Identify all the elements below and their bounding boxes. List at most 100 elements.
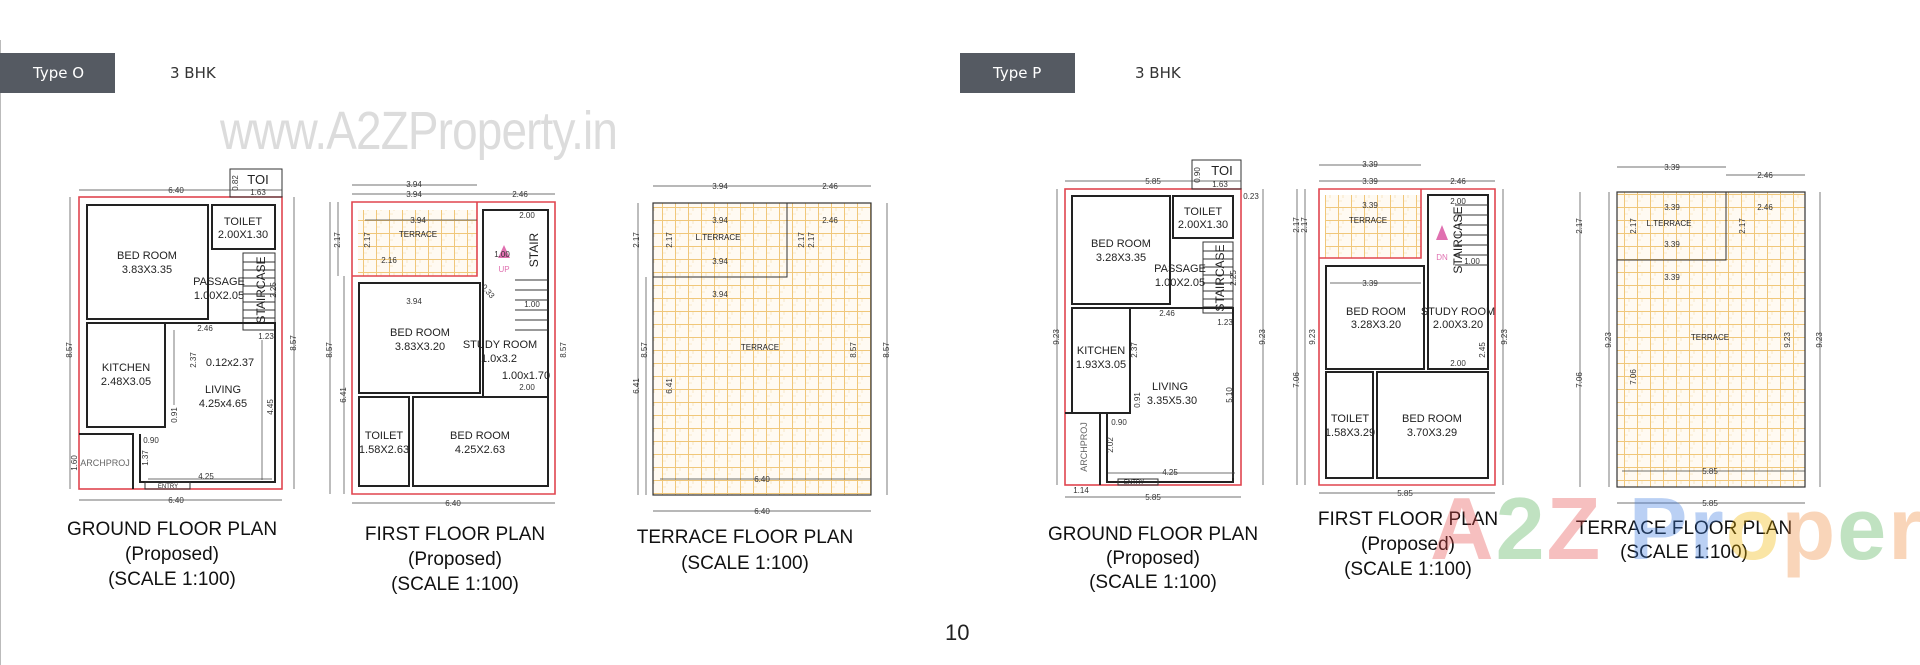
stair-direction: DN bbox=[1436, 253, 1448, 262]
dimension: 1.23 bbox=[258, 332, 274, 341]
dimension: 0.90 bbox=[143, 436, 159, 445]
room-size: 1.00x1.70 bbox=[502, 370, 550, 382]
dimension: 1.14 bbox=[1073, 486, 1089, 495]
dimension: 2.45 bbox=[1478, 342, 1487, 358]
terrace-label: TERRACE bbox=[1691, 333, 1729, 342]
dimension: 5.85 bbox=[1397, 489, 1413, 498]
room-label: TOILET bbox=[224, 216, 263, 228]
dimension: 3.94 bbox=[712, 182, 728, 191]
dimension: 8.57 bbox=[289, 335, 298, 351]
dimension: 2.46 bbox=[1159, 309, 1175, 318]
room-size: 4.25X2.63 bbox=[455, 444, 505, 456]
room-size: 2.00X1.30 bbox=[1178, 219, 1228, 231]
dimension: 5.85 bbox=[1702, 467, 1718, 476]
room-size: 3.28X3.20 bbox=[1351, 319, 1401, 331]
room-size: 4.25x4.65 bbox=[199, 398, 247, 410]
dimension: 3.94 bbox=[406, 180, 422, 189]
dimension: 6.41 bbox=[632, 378, 641, 394]
dimension: 3.39 bbox=[1362, 177, 1378, 186]
dimension: 2.17 bbox=[797, 232, 806, 248]
terrace-label: TERRACE bbox=[1349, 216, 1387, 225]
room-size: 1.58X3.29 bbox=[1325, 427, 1375, 439]
dimension: 0.90 bbox=[1193, 167, 1202, 183]
dimension: 2.46 bbox=[197, 324, 213, 333]
dimension: 2.17 bbox=[632, 232, 641, 248]
page-border bbox=[0, 40, 1, 665]
dimension: 2.17 bbox=[1292, 217, 1301, 233]
dimension: 1.00 bbox=[494, 250, 510, 259]
plan-title: GROUND FLOOR PLAN bbox=[1048, 524, 1258, 545]
plan-scale: (SCALE 1:100) bbox=[1089, 572, 1217, 593]
stair-direction: UP bbox=[498, 265, 509, 274]
dimension: 3.94 bbox=[712, 216, 728, 225]
bedroom bbox=[358, 282, 481, 394]
archproj-label: ARCHPROJ bbox=[1079, 422, 1089, 472]
room-label: BED ROOM bbox=[1346, 306, 1406, 318]
plan-scale: (SCALE 1:100) bbox=[1344, 559, 1472, 580]
room-size: 3.70X3.29 bbox=[1407, 427, 1457, 439]
room-label: BED ROOM bbox=[1091, 238, 1151, 250]
room-label: STUDY ROOM bbox=[463, 339, 537, 351]
bedroom bbox=[86, 204, 209, 320]
dimension: 1.63 bbox=[250, 188, 266, 197]
plan-scale: (SCALE 1:100) bbox=[108, 569, 236, 590]
plan-title: TERRACE FLOOR PLAN bbox=[1576, 518, 1792, 539]
terrace-area bbox=[1325, 195, 1421, 258]
room-size: 2.00X1.30 bbox=[218, 229, 268, 241]
terrace-label: TERRACE bbox=[741, 343, 779, 352]
dimension: 1.60 bbox=[70, 455, 79, 471]
toilet bbox=[211, 204, 276, 250]
plan-subtitle: (Proposed) bbox=[1106, 548, 1200, 569]
archproj-label: ARCHPROJ bbox=[80, 458, 130, 468]
staircase-label: STAIRCASE bbox=[254, 256, 268, 323]
dimension: 2.25 bbox=[269, 282, 278, 298]
dimension: 6.40 bbox=[754, 475, 770, 484]
room-size: 1.58X2.63 bbox=[359, 444, 409, 456]
arrow-up-icon bbox=[498, 245, 510, 258]
dimension: 5.10 bbox=[1225, 387, 1234, 403]
dimension: 9.23 bbox=[1258, 329, 1267, 345]
dimension: 5.85 bbox=[1145, 493, 1161, 502]
terrace-area bbox=[358, 210, 477, 276]
dimension: 2.17 bbox=[1575, 218, 1584, 234]
dimension: 2.17 bbox=[665, 232, 674, 248]
plan-subtitle: (Proposed) bbox=[408, 549, 502, 570]
toilet bbox=[1325, 371, 1374, 479]
dimension: 8.57 bbox=[559, 342, 568, 358]
room-label: PASSAGE bbox=[1154, 263, 1206, 275]
room-size: 1.93X3.05 bbox=[1076, 359, 1126, 371]
room-label: BED ROOM bbox=[450, 430, 510, 442]
room-label: TOILET bbox=[1184, 206, 1223, 218]
dimension: 2.00 bbox=[519, 211, 535, 220]
dimension: 1.37 bbox=[141, 450, 150, 466]
dimension: 3.94 bbox=[406, 297, 422, 306]
dimension: 2.46 bbox=[512, 190, 528, 199]
l-terrace-label: L.TERRACE bbox=[1647, 219, 1692, 228]
dimension: 9.23 bbox=[1052, 329, 1061, 345]
room-label: KITCHEN bbox=[1077, 345, 1125, 357]
staircase-label: STAIRCASE bbox=[1451, 206, 1465, 273]
dimension: 2.00 bbox=[1450, 197, 1466, 206]
terrace-label: TERRACE bbox=[399, 230, 437, 239]
plan-title: GROUND FLOOR PLAN bbox=[67, 519, 277, 540]
room-size: 0.12x2.37 bbox=[206, 357, 254, 369]
dimension: 3.94 bbox=[712, 257, 728, 266]
dimension: 2.37 bbox=[1130, 342, 1139, 358]
type-o-first-floor-plan: TERRACE BED ROOM 3.83X3.20 STUDY ROOM 1.… bbox=[325, 180, 568, 595]
dimension: 1.00 bbox=[524, 300, 540, 309]
dimension: 1.23 bbox=[1217, 318, 1233, 327]
dimension: 3.39 bbox=[1664, 163, 1680, 172]
kitchen bbox=[86, 322, 166, 428]
dimension: 3.94 bbox=[406, 190, 422, 199]
plan-title: TERRACE FLOOR PLAN bbox=[637, 527, 853, 548]
dimension: 0.90 bbox=[1111, 418, 1127, 427]
dimension: 7.06 bbox=[1629, 369, 1638, 385]
plan-subtitle: (Proposed) bbox=[1361, 534, 1455, 555]
dimension: 6.40 bbox=[754, 507, 770, 516]
dimension: 5.85 bbox=[1702, 499, 1718, 508]
type-p-config: 3 BHK bbox=[1135, 64, 1181, 82]
dimension: 2.46 bbox=[822, 216, 838, 225]
dimension: 5.85 bbox=[1145, 177, 1161, 186]
dimension: 0.91 bbox=[1133, 392, 1142, 408]
dimension: 9.23 bbox=[1604, 332, 1613, 348]
